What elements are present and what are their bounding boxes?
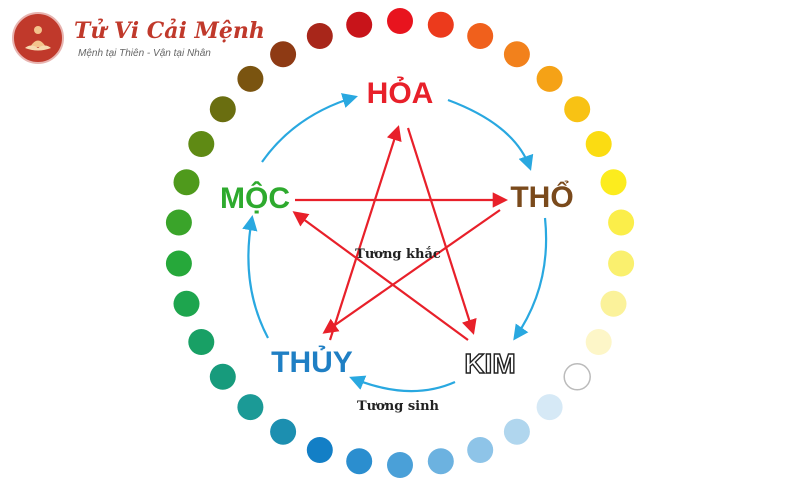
ring-dot — [467, 437, 494, 463]
khac-arrow-tho-thuy — [322, 209, 501, 334]
ring-dot — [346, 448, 373, 475]
ring-dot — [608, 250, 635, 277]
khac-caption: Tương khắc — [355, 246, 441, 262]
sinh-arrow-kim-thuy — [349, 375, 456, 393]
ring-dot — [563, 363, 591, 391]
ring-dot — [270, 41, 297, 68]
ring-dot — [209, 363, 236, 390]
ring-dot — [503, 41, 530, 68]
ring-dot — [427, 448, 454, 475]
ring-dot — [306, 437, 333, 463]
ring-dot — [564, 96, 591, 123]
ring-dot — [427, 11, 454, 38]
ring-dot — [237, 65, 264, 92]
ring-dot — [536, 394, 563, 421]
ring-dot — [536, 65, 563, 92]
ring-dot — [173, 290, 200, 317]
ring-dot — [600, 290, 627, 317]
ring-dot — [188, 329, 215, 355]
element-hoa: HỎA — [367, 76, 434, 110]
ring-dot — [237, 394, 264, 421]
logo-title: Tử Vi Cải Mệnh — [74, 18, 265, 44]
khac-arrow-hoa-kim — [406, 127, 477, 335]
sinh-arrow-moc-hoa — [261, 93, 358, 163]
ring-dot — [608, 209, 635, 236]
khac-arrow-kim-moc — [292, 211, 469, 341]
ring-dot — [188, 131, 215, 157]
logo[interactable]: Tử Vi Cải Mệnh Mệnh tại Thiên - Vận tại … — [12, 12, 265, 68]
element-thuy: THỦY — [271, 345, 353, 379]
ring-dot — [387, 8, 413, 34]
element-kim: KIM — [464, 348, 515, 379]
ring-dot — [503, 418, 530, 445]
ring-dot — [209, 96, 236, 123]
sinh-cycle — [242, 93, 548, 393]
sinh-arrow-thuy-moc — [242, 214, 269, 339]
khac-arrow-thuy-hoa — [328, 125, 402, 341]
ring-dot — [387, 452, 413, 478]
ring-dot — [467, 23, 494, 49]
ring-dot — [173, 169, 200, 196]
ring-dot — [346, 11, 373, 38]
sinh-caption: Tương sinh — [357, 399, 440, 414]
ring-dot — [585, 131, 612, 157]
ring-dot — [165, 209, 192, 236]
khac-star — [292, 125, 509, 341]
logo-tagline: Mệnh tại Thiên - Vận tại Nhân — [78, 48, 211, 59]
ring-dot — [270, 418, 297, 445]
ring-dot — [165, 250, 192, 277]
sinh-arrow-tho-kim — [513, 217, 548, 341]
element-tho: THỔ — [510, 180, 573, 214]
ring-dot — [600, 169, 627, 196]
sinh-arrow-hoa-tho — [447, 98, 534, 171]
element-moc: MỘC — [220, 181, 290, 215]
ring-dot — [585, 329, 612, 355]
lotus-buddha-icon — [12, 12, 64, 64]
ring-dot — [306, 23, 333, 49]
color-ring — [165, 8, 635, 478]
